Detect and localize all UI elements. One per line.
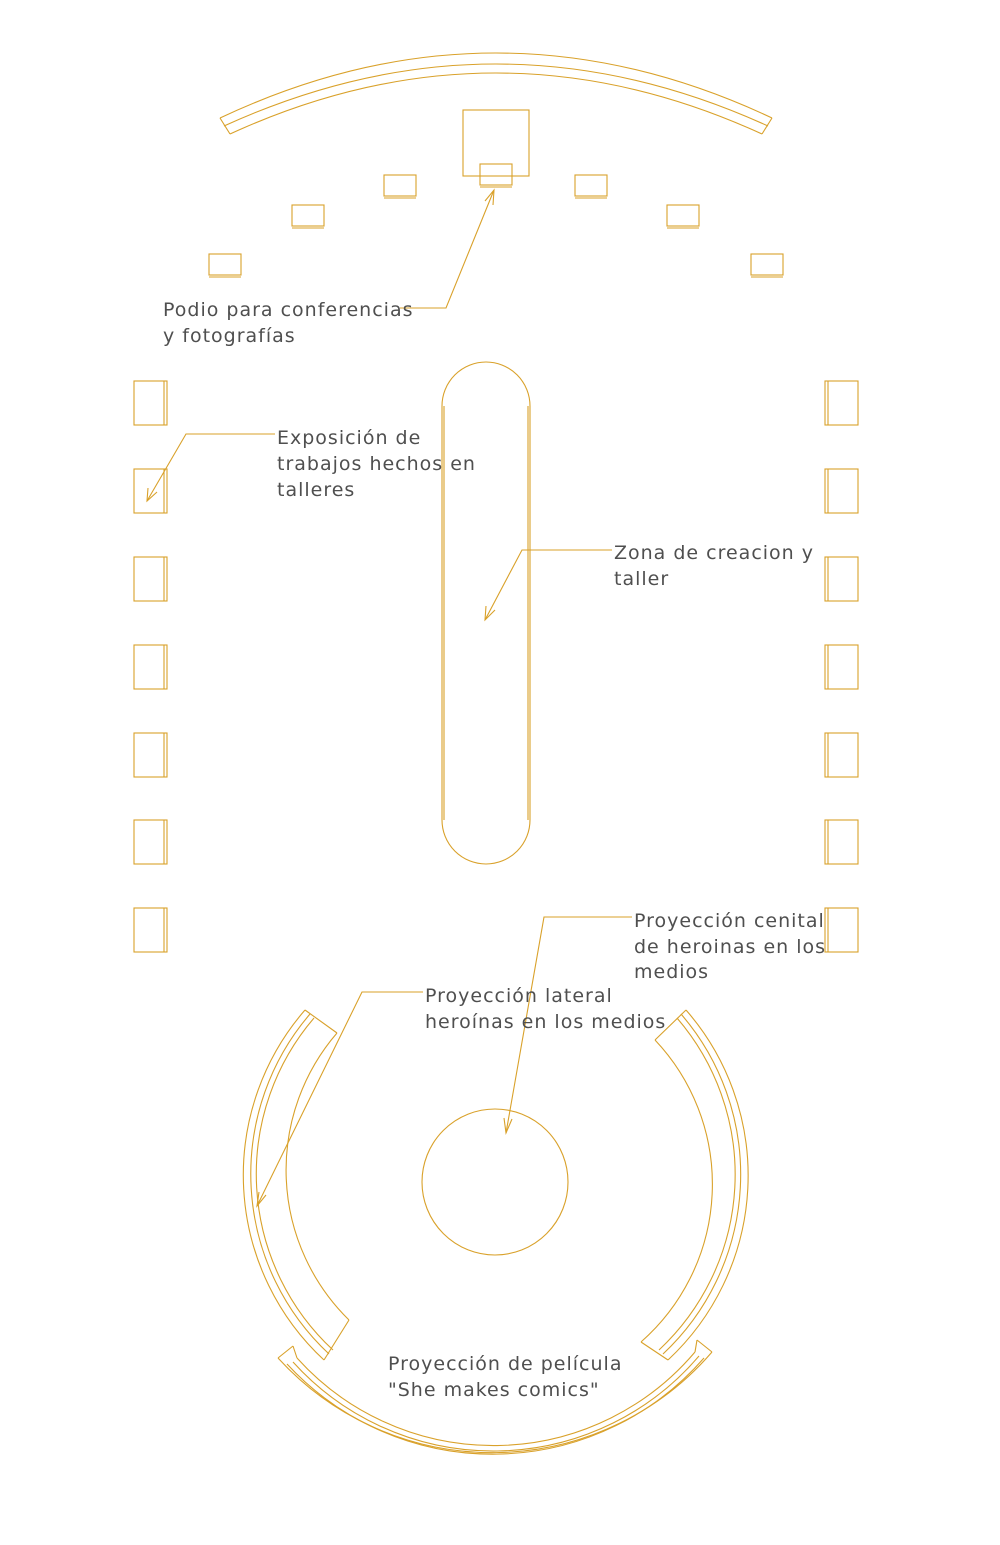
exhibit-label-line1: Exposición de: [277, 427, 421, 449]
top-curved-wall: [219, 52, 773, 135]
lateral-label-line2: heroínas en los medios: [425, 1011, 666, 1033]
creation-zone: [441, 361, 531, 865]
seat: [750, 253, 784, 276]
exhibit-label-line2: trabajos hechos en: [277, 453, 476, 475]
seat: [574, 174, 608, 197]
zenith-label-line2: de heroinas en los: [634, 936, 826, 958]
film-label-line1: Proyección de película: [388, 1353, 622, 1375]
exhibit-leader: [146, 433, 275, 503]
right-exhibit-panels: [824, 380, 859, 953]
lateral-label-line1: Proyección lateral: [425, 985, 613, 1007]
creation-leader: [484, 549, 612, 622]
lateral-leader: [256, 991, 423, 1208]
zenith-leader: [503, 916, 632, 1136]
podium-leader: [400, 188, 495, 309]
left-lateral-wall: [242, 1009, 350, 1361]
exhibit-label-line3: talleres: [277, 479, 355, 501]
film-label-line2: "She makes comics": [388, 1379, 600, 1401]
zenith-label-line1: Proyección cenital: [634, 910, 825, 932]
seat: [666, 204, 700, 227]
seat: [291, 204, 325, 227]
zenith-label-line3: medios: [634, 961, 709, 983]
film-projection-wall: [277, 1339, 713, 1455]
podium-label-line1: Podio para conferencias: [163, 299, 414, 321]
creation-label-line1: Zona de creacion y: [614, 542, 814, 564]
left-exhibit-panels: [133, 380, 168, 953]
seat: [208, 253, 242, 276]
creation-label-line2: taller: [614, 568, 669, 590]
seat: [383, 174, 417, 197]
podium-label-line2: y fotografías: [163, 325, 296, 347]
right-lateral-wall: [640, 1009, 749, 1361]
podium: [462, 109, 530, 188]
seats: [208, 174, 784, 278]
zenith-projection-circle: [421, 1108, 569, 1256]
